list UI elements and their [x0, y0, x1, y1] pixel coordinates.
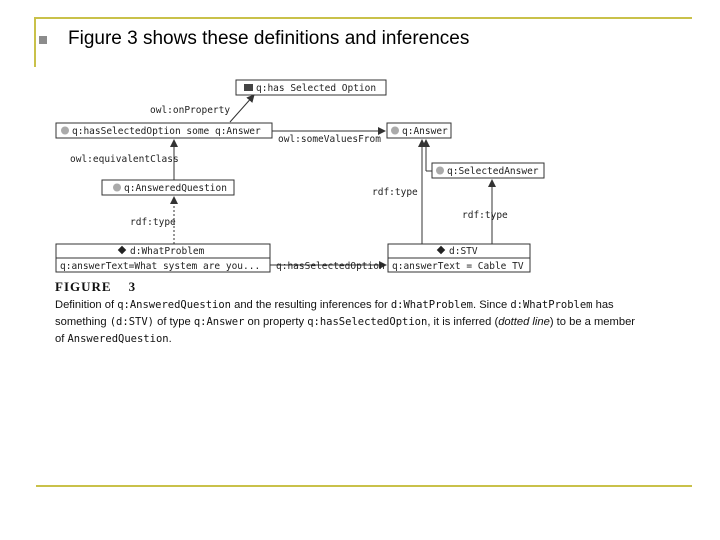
edge-has-selected-option-label: q:hasSelectedOption: [276, 261, 385, 272]
node-restriction-label: q:hasSelectedOption some q:Answer: [72, 126, 261, 137]
node-stv-text: q:answerText = Cable TV: [392, 261, 524, 272]
edge-on-property-label: owl:onProperty: [150, 105, 230, 116]
edge-rdf-type-right-label: rdf:type: [462, 210, 508, 221]
caption-code: q:AnsweredQuestion: [117, 299, 231, 311]
figure-caption: Definition of q:AnsweredQuestion and the…: [55, 297, 635, 348]
node-answer: [386, 122, 452, 139]
node-stv-text-box: [387, 257, 531, 273]
caption-code: (d:STV): [109, 316, 154, 328]
node-answered-question-label: q:AnsweredQuestion: [124, 183, 227, 194]
bullet-square-icon: [39, 36, 47, 44]
caption-text: Definition of: [55, 299, 118, 311]
caption-text: , it is inferred (: [427, 316, 499, 328]
caption-code: AnsweredQuestion: [67, 333, 169, 345]
node-selected-answer-label: q:SelectedAnswer: [447, 166, 539, 177]
figure-label: FIGURE 3: [55, 279, 136, 295]
node-what-problem-text: q:answerText=What system are you...: [60, 261, 260, 272]
caption-text: on property: [244, 316, 308, 328]
figure-label-number: 3: [128, 279, 137, 294]
figure-label-word: FIGURE: [55, 279, 112, 294]
edge-on-property: [229, 94, 255, 123]
individual-icon: [117, 245, 127, 255]
node-has-selected-option: [235, 79, 387, 96]
class-icon: [436, 166, 444, 175]
property-icon: [244, 84, 253, 91]
caption-code: q:Answer: [193, 316, 245, 328]
caption-italic: dotted line: [498, 316, 550, 328]
node-answered-question: [101, 179, 235, 196]
caption-text: of type: [154, 316, 194, 328]
edge-equivalent-class-label: owl:equivalentClass: [70, 154, 179, 165]
caption-code: d:WhatProblem: [390, 299, 473, 311]
caption-text: . Since: [473, 299, 511, 311]
caption-code: q:hasSelectedOption: [307, 316, 428, 328]
caption-code: d:WhatProblem: [510, 299, 593, 311]
edge-some-values-from-label: owl:someValuesFrom: [278, 134, 381, 145]
caption-text: and the resulting inferences for: [230, 299, 391, 311]
caption-text: .: [168, 333, 172, 345]
node-what-problem-label: d:WhatProblem: [130, 246, 205, 257]
class-icon: [391, 126, 399, 135]
bottom-rule: [36, 485, 692, 487]
bullet-text: Figure 3 shows these definitions and inf…: [68, 28, 470, 49]
caption-text: has something: [55, 299, 614, 328]
left-rule: [34, 17, 36, 67]
node-answer-label: q:Answer: [402, 126, 448, 137]
individual-icon: [436, 245, 446, 255]
top-rule: [36, 17, 692, 19]
node-stv-label: d:STV: [449, 246, 478, 257]
caption-text: ) to be a member of: [55, 316, 636, 345]
node-has-selected-option-label: q:has Selected Option: [256, 83, 376, 94]
class-icon: [113, 183, 121, 192]
class-icon: [61, 126, 69, 135]
edge-rdf-type-mid-label: rdf:type: [372, 187, 418, 198]
ontology-diagram: q:has Selected Option owl:onProperty q:h…: [55, 79, 545, 273]
edge-rdf-type-left-label: rdf:type: [130, 217, 176, 228]
